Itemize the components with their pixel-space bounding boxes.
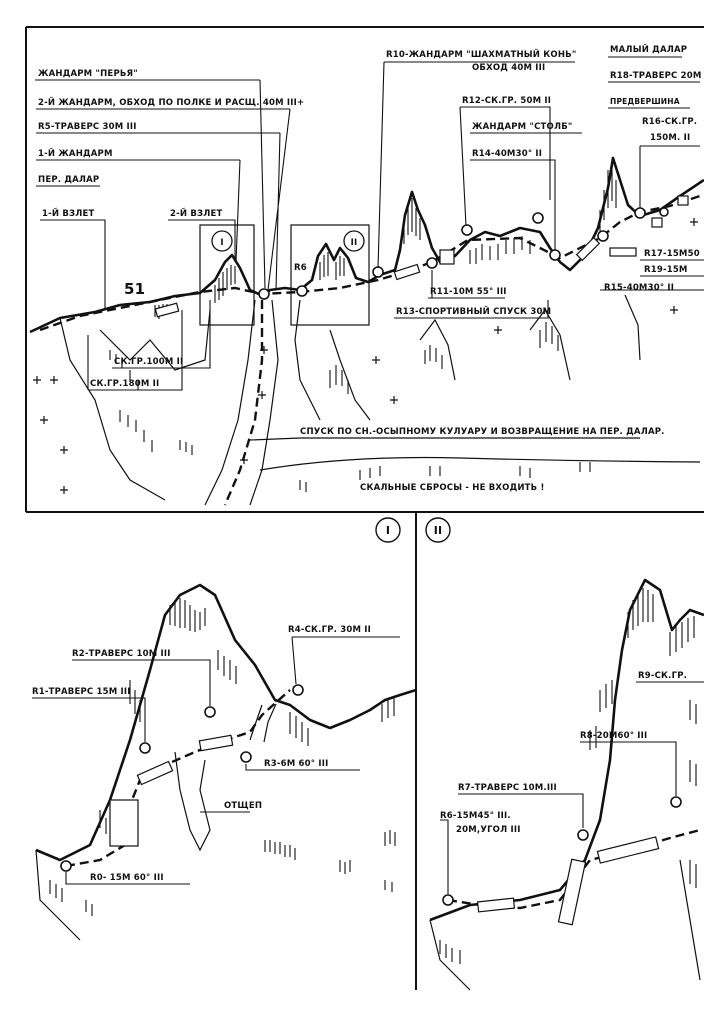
label-r12: R12-СК.ГР. 50М II — [462, 96, 551, 106]
couloir-left — [204, 299, 256, 506]
inset-1-circle — [211, 230, 233, 252]
panel-2-base — [429, 919, 471, 991]
panel-1-leaders — [32, 636, 400, 885]
panel-2-label-r6a: R6-15М45° III. — [440, 811, 511, 821]
top-panorama: I II R10-ЖАНДАРМ "ШАХМАТНЫЙ КОНЬ" ОБХОД … — [29, 43, 704, 506]
panel-2-label-r9: R9-СК.ГР. — [638, 671, 687, 681]
main-ridge-line — [29, 156, 704, 334]
panel-2-leaders — [440, 681, 704, 894]
inset-1-label: I — [220, 238, 223, 248]
label-skgr100: СК.ГР.100М II — [114, 357, 183, 367]
label-second-gendarme: 2-Й ЖАНДАРМ, ОБХОД ПО ПОЛКЕ И РАСЩ. 40М … — [38, 96, 304, 108]
label-r10b: ОБХОД 40М III — [472, 63, 545, 73]
label-r10: R10-ЖАНДАРМ "ШАХМАТНЫЙ КОНЬ" — [386, 48, 576, 60]
panel-2-traverse-2 — [596, 836, 660, 864]
label-perya: ЖАНДАРМ "ПЕРЬЯ" — [38, 69, 138, 79]
label-maly-dalar: МАЛЫЙ ДАЛАР — [610, 43, 687, 55]
panel-1-marker-circle — [375, 517, 401, 543]
descent-route — [223, 300, 264, 506]
label-r15: R15-40М30° II — [604, 283, 674, 293]
panel-1-label-r1: R1-ТРАВЕРС 15М III — [32, 687, 131, 697]
panel-2-route — [447, 828, 701, 910]
panel-1-label-r3: R3-6М 60° III — [264, 759, 328, 769]
label-r17: R17-15М50 — [644, 249, 700, 259]
panel-1-point-r4 — [292, 684, 304, 696]
label-stolb: ЖАНДАРМ "СТОЛБ" — [472, 122, 573, 132]
scree-marks — [33, 218, 698, 494]
panel-1-marker: I — [386, 524, 390, 537]
panel-2-label-r8: R8-20М60° III — [580, 731, 647, 741]
panel-1-label-r4: R4-СК.ГР. 30М II — [288, 625, 371, 635]
panel-2-marker-circle — [425, 517, 451, 543]
label-skgr180: СК.ГР.180М II — [90, 379, 159, 389]
panel-1-traverse-1 — [136, 760, 174, 786]
panel-1-label-r0: R0- 15М 60° III — [90, 873, 164, 883]
panel-1-point-r0 — [60, 860, 72, 872]
panel-2-point-r6 — [442, 894, 454, 906]
panel-1-point-r3 — [240, 751, 252, 763]
label-r16a: R16-СК.ГР. — [642, 117, 697, 127]
lower-ground-line — [259, 456, 701, 471]
label-r18: R18-ТРАВЕРС 20М — [610, 71, 702, 81]
panel-1-left-slope — [35, 849, 81, 941]
panel-1-chimney-box — [109, 799, 139, 847]
panel-1-label-otshep: ОТЩЕП — [224, 801, 262, 811]
panel-1-chimney-left — [249, 704, 263, 741]
panel-2-ridge — [429, 578, 704, 922]
panel-1-hatching — [49, 598, 396, 916]
inset-frame-1 — [199, 224, 255, 326]
panel-2-label-r6b: 20М,УГОЛ III — [456, 825, 521, 835]
mid-spur-1 — [294, 299, 321, 421]
panel-1-label-r2: R2-ТРАВЕРС 10М III — [72, 649, 171, 659]
label-r6: R6 — [294, 263, 307, 273]
label-route-number: 51 — [124, 280, 145, 298]
label-cliffs: СКАЛЬНЫЕ СБРОСЫ - НЕ ВХОДИТЬ ! — [360, 483, 545, 493]
label-vzlet1: 1-Й ВЗЛЕТ — [42, 207, 95, 219]
right-spur-2 — [529, 308, 571, 381]
panel-2-traverse-1 — [476, 897, 516, 913]
couloir-right — [249, 299, 279, 506]
label-vzlet2: 2-Й ВЗЛЕТ — [170, 207, 223, 219]
label-r14: R14-40М30° II — [472, 149, 542, 159]
inset-2-circle — [343, 230, 365, 252]
label-r13: R13-СПОРТИВНЫЙ СПУСК 30М — [396, 305, 551, 317]
belay-points — [258, 207, 669, 300]
left-slope — [59, 317, 166, 501]
detail-panel-2: II R9-СК.ГР. R8-20М60° III R7-ТРАВЕРС 10… — [425, 517, 704, 991]
detail-panel-1: I R4-СК.ГР. — [32, 517, 417, 941]
inset-frame-2 — [290, 224, 370, 326]
left-lower-ridge — [99, 309, 211, 371]
label-r5: R5-ТРАВЕРС 30М III — [38, 122, 137, 132]
panel-1-point-r1 — [139, 742, 151, 754]
label-r19: R19-15М — [644, 265, 688, 275]
panel-2-marker: II — [434, 524, 443, 537]
panel-2-label-r7: R7-ТРАВЕРС 10М.III — [458, 783, 557, 793]
inset-2-label: II — [351, 238, 358, 248]
panel-1-traverse-2 — [198, 734, 234, 752]
panel-2-dihedral — [557, 858, 587, 926]
label-r11: R11-10М 55° III — [430, 287, 507, 297]
panel-2-hatching — [439, 588, 697, 964]
panel-1-ridge — [35, 583, 417, 862]
descent-bracket — [249, 437, 640, 441]
label-r16b: 150М. II — [650, 133, 690, 143]
right-spur-1 — [419, 318, 456, 381]
leader-lines — [35, 56, 704, 391]
panel-2-point-r8 — [670, 796, 682, 808]
panel-1-otshep — [174, 751, 211, 852]
label-first-gendarme: 1-Й ЖАНДАРМ — [38, 147, 113, 159]
label-descent: СПУСК ПО СН.-ОСЫПНОМУ КУЛУАРУ И ВОЗВРАЩЕ… — [300, 427, 665, 437]
rock-hatching — [109, 165, 617, 492]
label-predvershina: ПРЕДВЕРШИНА — [610, 97, 680, 106]
label-pass-dalar: ПЕР. ДАЛАР — [38, 175, 99, 185]
panel-2-point-r7 — [577, 829, 589, 841]
panel-1-point-r2 — [204, 706, 216, 718]
right-spur-3 — [624, 294, 641, 361]
panel-1-chimney-right — [263, 703, 277, 743]
main-route-line — [39, 194, 701, 332]
traverse-markers — [154, 195, 689, 318]
panel-2-right-face — [679, 859, 701, 981]
